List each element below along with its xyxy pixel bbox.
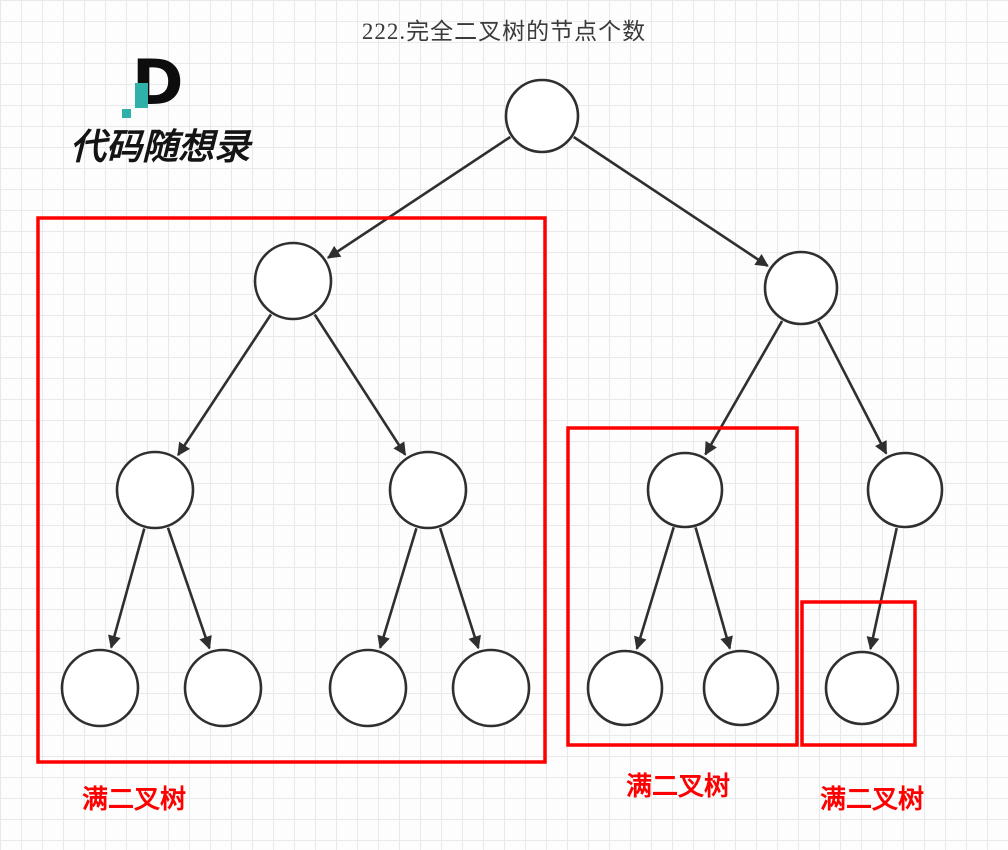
full-binary-tree-box-2 — [566, 426, 799, 747]
full-binary-tree-label-3: 满二叉树 — [820, 785, 924, 814]
tree-edge-LL-LLL — [108, 528, 146, 649]
page-title: 222.完全二叉树的节点个数 — [361, 19, 647, 44]
highlights-layer: 满二叉树 满二叉树 满二叉树 — [36, 216, 924, 814]
tree-edge-root-R — [572, 135, 769, 267]
tree-edge-RR-RRL — [866, 527, 898, 651]
tree-node-LRL — [328, 648, 408, 728]
tree-node-RLL — [586, 649, 664, 727]
tree-node-R — [763, 250, 839, 326]
tree-edge-root-L — [326, 135, 512, 259]
tree-node-RLR — [702, 649, 780, 727]
tree-node-root — [504, 78, 580, 154]
tree-node-RR — [866, 451, 944, 529]
logo-accent-square — [122, 109, 131, 118]
full-binary-tree-box-3 — [800, 600, 917, 747]
tree-node-RL — [646, 451, 724, 529]
tree-edge-R-RR — [817, 321, 888, 455]
tree-node-L — [253, 241, 333, 321]
tree-edge-LR-LRL — [377, 527, 418, 650]
tree-edge-LR-LRR — [438, 527, 481, 650]
logo-accent-bar — [135, 83, 148, 108]
tree-node-LRR — [451, 648, 531, 728]
tree-node-LL — [115, 450, 195, 530]
logo-d-icon: D — [122, 50, 196, 118]
logo: D 代码随想录 — [70, 50, 270, 170]
tree-node-LLL — [60, 648, 140, 728]
full-binary-tree-label-2: 满二叉树 — [626, 772, 730, 801]
tree-edge-LL-LLR — [166, 527, 212, 650]
full-binary-tree-label-1: 满二叉树 — [82, 785, 186, 814]
tree-edge-L-LL — [177, 313, 273, 457]
logo-brand-text: 代码随想录 — [70, 127, 251, 167]
tree-edge-RL-RLL — [634, 526, 675, 651]
tree-node-LR — [388, 450, 468, 530]
edges-layer — [108, 135, 898, 651]
nodes-layer — [60, 78, 944, 728]
tree-edge-R-RL — [704, 320, 784, 456]
full-binary-tree-box-1 — [36, 216, 547, 764]
tree-node-LLR — [183, 648, 263, 728]
tree-edge-RL-RLR — [694, 527, 733, 650]
tree-node-RRL — [824, 650, 900, 726]
tree-edge-L-LR — [313, 313, 407, 456]
